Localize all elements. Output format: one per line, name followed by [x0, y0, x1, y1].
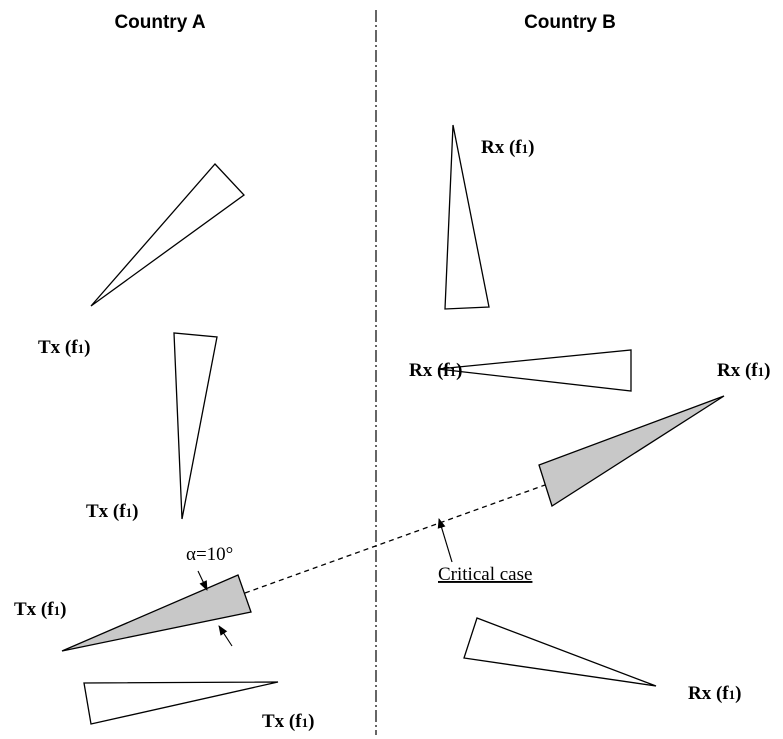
critical-case-arrow [437, 518, 453, 563]
tx-beam-4 [83, 681, 279, 725]
tx-beam-critical [61, 574, 252, 652]
tx-label-2: Tx (f1) [86, 501, 138, 522]
country-a-heading: Country A [114, 12, 205, 33]
tx-beam-2 [173, 332, 218, 520]
rx-beam-2 [437, 349, 632, 392]
angle-arrow-top [197, 570, 208, 591]
rx-label-1: Rx (f1) [481, 137, 534, 158]
tx-beam-1 [90, 163, 245, 307]
critical-case-label: Critical case [438, 564, 532, 585]
critical-path-line [244, 484, 546, 594]
angle-label: α=10° [186, 544, 233, 565]
tx-label-3: Tx (f1) [14, 599, 66, 620]
rx-beam-4 [463, 617, 657, 687]
rx-label-3: Rx (f1) [717, 360, 770, 381]
rx-beam-critical [538, 395, 725, 508]
angle-arrow-bottom [218, 625, 233, 647]
rx-label-2: Rx (f1) [409, 360, 462, 381]
tx-label-4: Tx (f1) [262, 711, 314, 732]
rx-label-4: Rx (f1) [688, 683, 741, 704]
rx-beam-1 [444, 124, 490, 310]
country-b-heading: Country B [524, 12, 616, 33]
tx-label-1: Tx (f1) [38, 337, 90, 358]
